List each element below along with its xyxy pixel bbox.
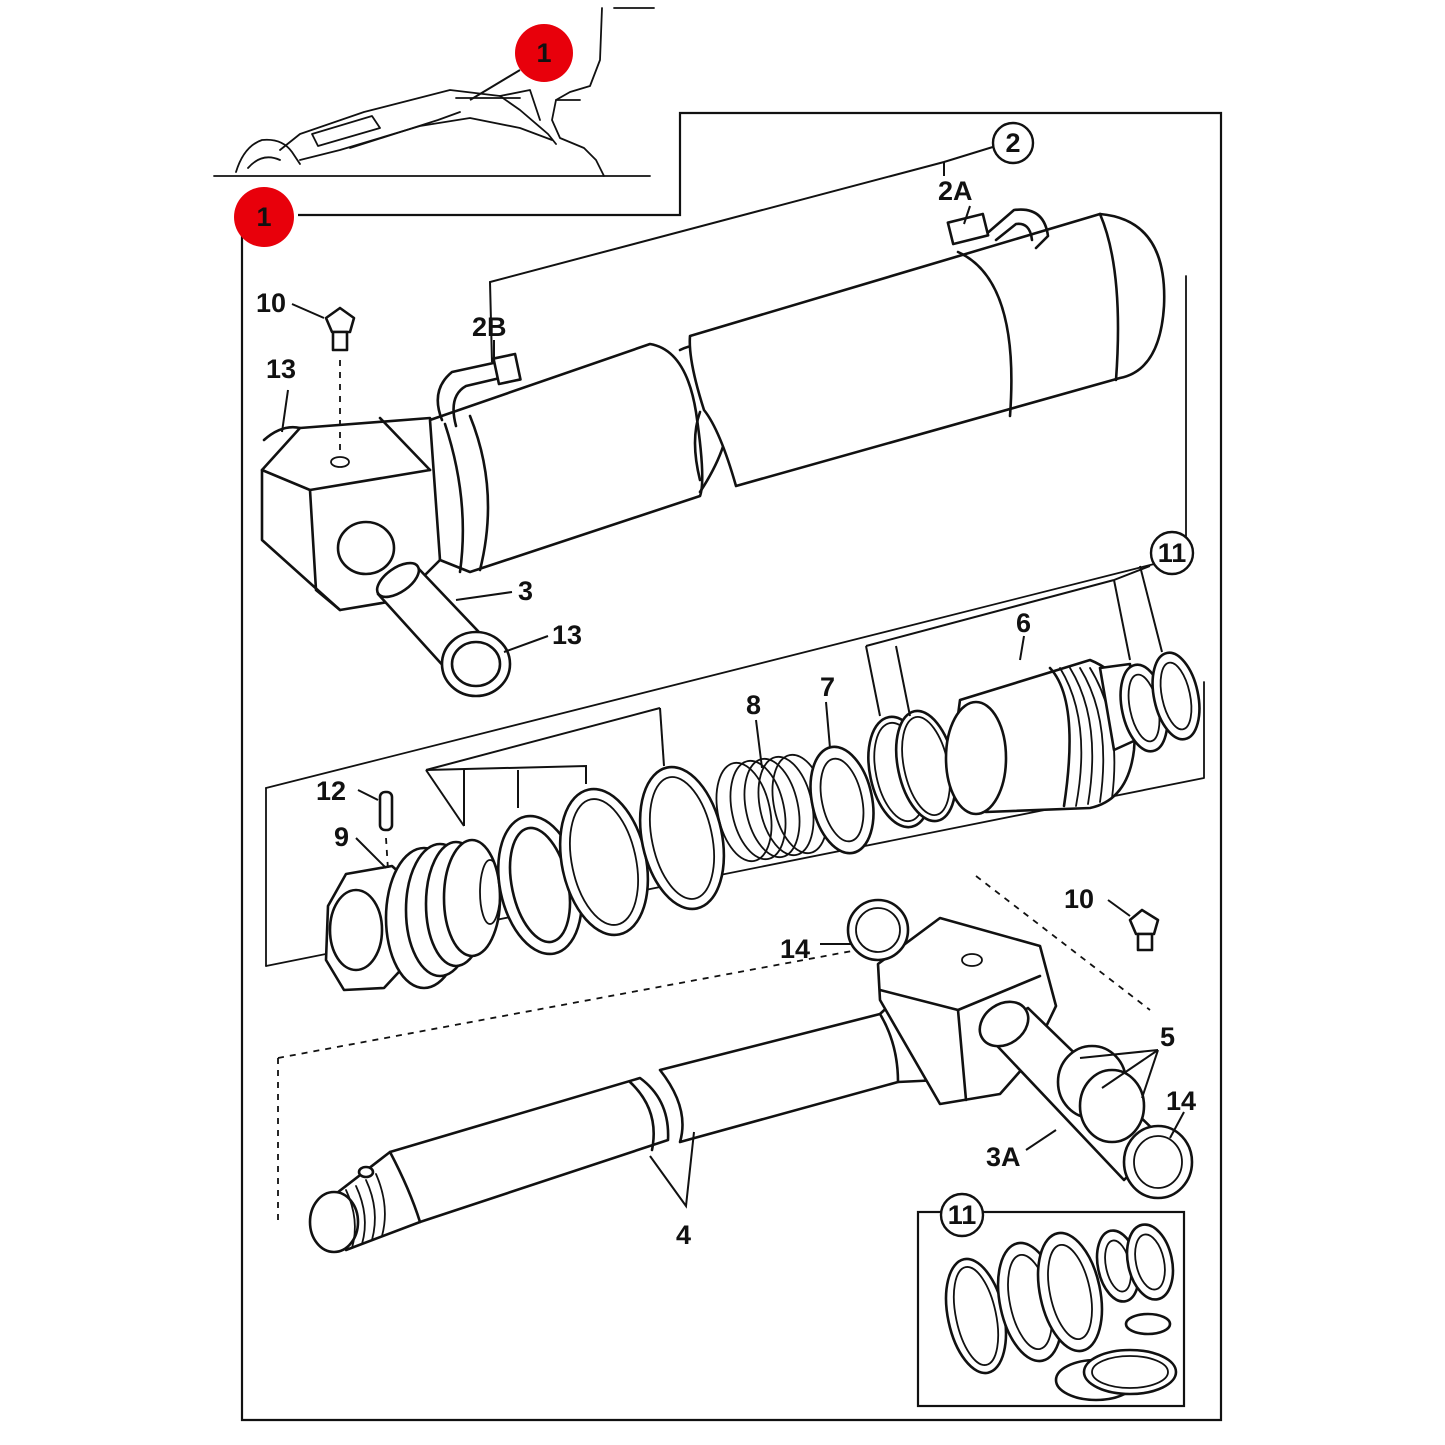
seal-kit-rings-right: [1119, 651, 1201, 753]
rod-group-outline: [277, 875, 1151, 1220]
label-8: 8: [746, 690, 761, 720]
label-5: 5: [1160, 1022, 1175, 1052]
label-2B: 2B: [472, 312, 507, 342]
pin-3A: [978, 1000, 1194, 1200]
seal-kit-box: [916, 1210, 1186, 1408]
label-4: 4: [676, 1220, 691, 1250]
label-14-rod: 14: [780, 934, 810, 964]
label-14-pin-end: 14: [1166, 1086, 1196, 1116]
label-13-pin: 13: [552, 620, 582, 650]
grease-nipple-rod: [1128, 908, 1160, 952]
label-3A: 3A: [986, 1142, 1021, 1172]
overview-marker-label: 1: [536, 38, 551, 68]
label-2: 2: [1005, 128, 1020, 158]
piston-rod-4: [308, 988, 942, 1254]
spring-8: [715, 753, 829, 863]
label-9: 9: [334, 822, 349, 852]
seal-kit-box-parts: [944, 1223, 1178, 1402]
overview-marker-badge: [515, 24, 573, 82]
roll-pin-12: [378, 790, 394, 871]
main-frame: [240, 111, 1223, 1422]
callout-circle-11-box: [939, 1192, 985, 1238]
label-6: 6: [1016, 608, 1031, 638]
machine-overview-sketch: [213, 7, 655, 177]
piston-nut-9: [324, 838, 502, 992]
callout-circle-11: [1149, 530, 1195, 576]
main-marker-badge: [234, 187, 294, 247]
label-10-rod: 10: [1064, 884, 1094, 914]
label-2A: 2A: [938, 176, 973, 206]
callout-circle-2: [991, 121, 1035, 165]
grease-nipple-top: [324, 306, 356, 456]
seal-rings-left: [496, 765, 726, 956]
label-3: 3: [518, 576, 533, 606]
label-11-box: 11: [948, 1200, 977, 1230]
label-7: 7: [820, 672, 835, 702]
label-10-top: 10: [256, 288, 286, 318]
label-12: 12: [316, 776, 346, 806]
cylinder-barrel: [260, 208, 1166, 612]
label-11: 11: [1158, 538, 1187, 568]
main-marker-label: 1: [256, 202, 271, 232]
pin-3: [375, 561, 512, 698]
label-13-top: 13: [266, 354, 296, 384]
piston-6: [944, 658, 1138, 816]
